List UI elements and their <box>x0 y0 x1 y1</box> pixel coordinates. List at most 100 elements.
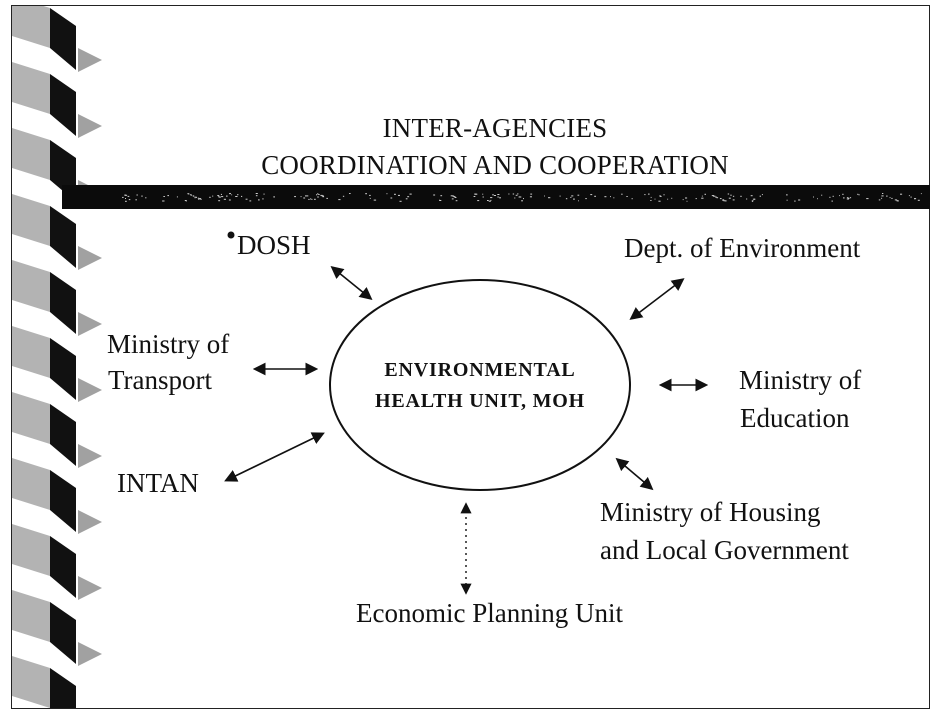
speckle <box>813 196 814 198</box>
speckle <box>701 197 704 199</box>
speckle <box>719 198 722 200</box>
speckle <box>682 199 684 201</box>
speckle <box>722 199 725 201</box>
speckle <box>648 193 650 195</box>
speckle <box>124 194 128 196</box>
speckle <box>407 196 410 198</box>
speckle <box>373 199 377 201</box>
speckle <box>740 195 742 197</box>
stripe-grey-block <box>12 524 50 576</box>
speckle <box>759 195 761 197</box>
speckle <box>671 197 673 199</box>
speckle <box>136 194 138 196</box>
speckle <box>450 195 453 197</box>
speckle <box>786 194 788 196</box>
speckle <box>218 196 221 198</box>
speckle <box>667 198 669 200</box>
speckle <box>439 200 442 201</box>
decorative-left-stripe <box>12 6 102 708</box>
speckle <box>544 195 545 197</box>
stripe-dark-block <box>50 8 76 70</box>
stripe-grey-block <box>12 392 50 444</box>
arrow-intan <box>224 432 325 482</box>
speckle <box>548 197 551 199</box>
center-label-line-2: HEALTH UNIT, MOH <box>374 390 586 412</box>
speckle <box>559 195 561 197</box>
speckle <box>322 196 325 198</box>
speckle <box>858 194 860 196</box>
arrow-housing <box>615 457 654 491</box>
speckle <box>220 193 222 195</box>
agency-transport-line-1: Ministry of <box>107 329 230 359</box>
speckle <box>529 196 532 198</box>
speckle <box>314 198 316 200</box>
speckle <box>658 200 661 202</box>
speckle <box>654 198 656 200</box>
agency-housing-line-1: Ministry of Housing <box>600 497 821 527</box>
speckle <box>135 199 137 201</box>
stripe-triangle <box>78 576 102 600</box>
stripe-triangle <box>78 48 102 72</box>
speckle <box>786 199 788 201</box>
speckle <box>369 194 371 196</box>
speckle <box>454 197 457 198</box>
speckle <box>585 198 587 200</box>
speckle <box>613 197 615 199</box>
speckle <box>241 195 243 197</box>
stripe-grey-block <box>12 590 50 642</box>
speckle <box>659 195 662 197</box>
speckle <box>318 194 320 195</box>
speckle <box>196 197 197 198</box>
speckle <box>761 194 763 196</box>
speckle <box>891 197 893 199</box>
speckle <box>338 199 341 201</box>
speckle <box>728 197 731 199</box>
speckle <box>492 194 494 196</box>
speckle <box>490 199 492 201</box>
speckle <box>894 199 898 201</box>
speckle <box>390 197 393 199</box>
speckle <box>886 195 888 197</box>
speckle <box>488 200 491 202</box>
speckle <box>604 196 607 198</box>
speckle <box>482 193 484 195</box>
stripe-dark-block <box>50 536 76 598</box>
speckle <box>846 197 849 199</box>
speckle <box>306 195 309 197</box>
speckle <box>197 197 200 199</box>
speckle <box>194 197 196 199</box>
speckle <box>237 194 239 196</box>
speckle <box>262 198 264 200</box>
speckle <box>594 195 596 197</box>
speckle <box>821 194 823 196</box>
speckle <box>300 196 302 198</box>
stripe-grey-block <box>12 260 50 312</box>
speckle <box>725 200 727 202</box>
speckle <box>517 193 519 195</box>
stripe-dark-block <box>50 206 76 268</box>
speckle <box>316 194 317 196</box>
title-line-2: COORDINATION AND COOPERATION <box>261 150 729 180</box>
speckle <box>896 200 899 202</box>
speckle <box>917 199 920 201</box>
speckle <box>695 198 697 200</box>
speckle <box>910 196 912 198</box>
speckle <box>519 196 522 198</box>
speckle <box>198 198 202 200</box>
speckle <box>399 200 402 202</box>
speckle <box>405 198 408 200</box>
stripe-dark-block <box>50 74 76 136</box>
speckle <box>317 193 319 195</box>
speckle <box>188 193 190 195</box>
speckle <box>711 195 715 197</box>
speckle <box>190 194 192 196</box>
speckle <box>497 196 499 198</box>
stripe-grey-block <box>12 458 50 510</box>
speckle <box>497 194 500 195</box>
title-line-1: INTER-AGENCIES <box>382 113 608 143</box>
speckle <box>882 193 884 194</box>
stripe-triangle <box>78 444 102 468</box>
speckle <box>704 193 706 195</box>
speckle <box>310 198 312 200</box>
speckle <box>217 195 220 197</box>
